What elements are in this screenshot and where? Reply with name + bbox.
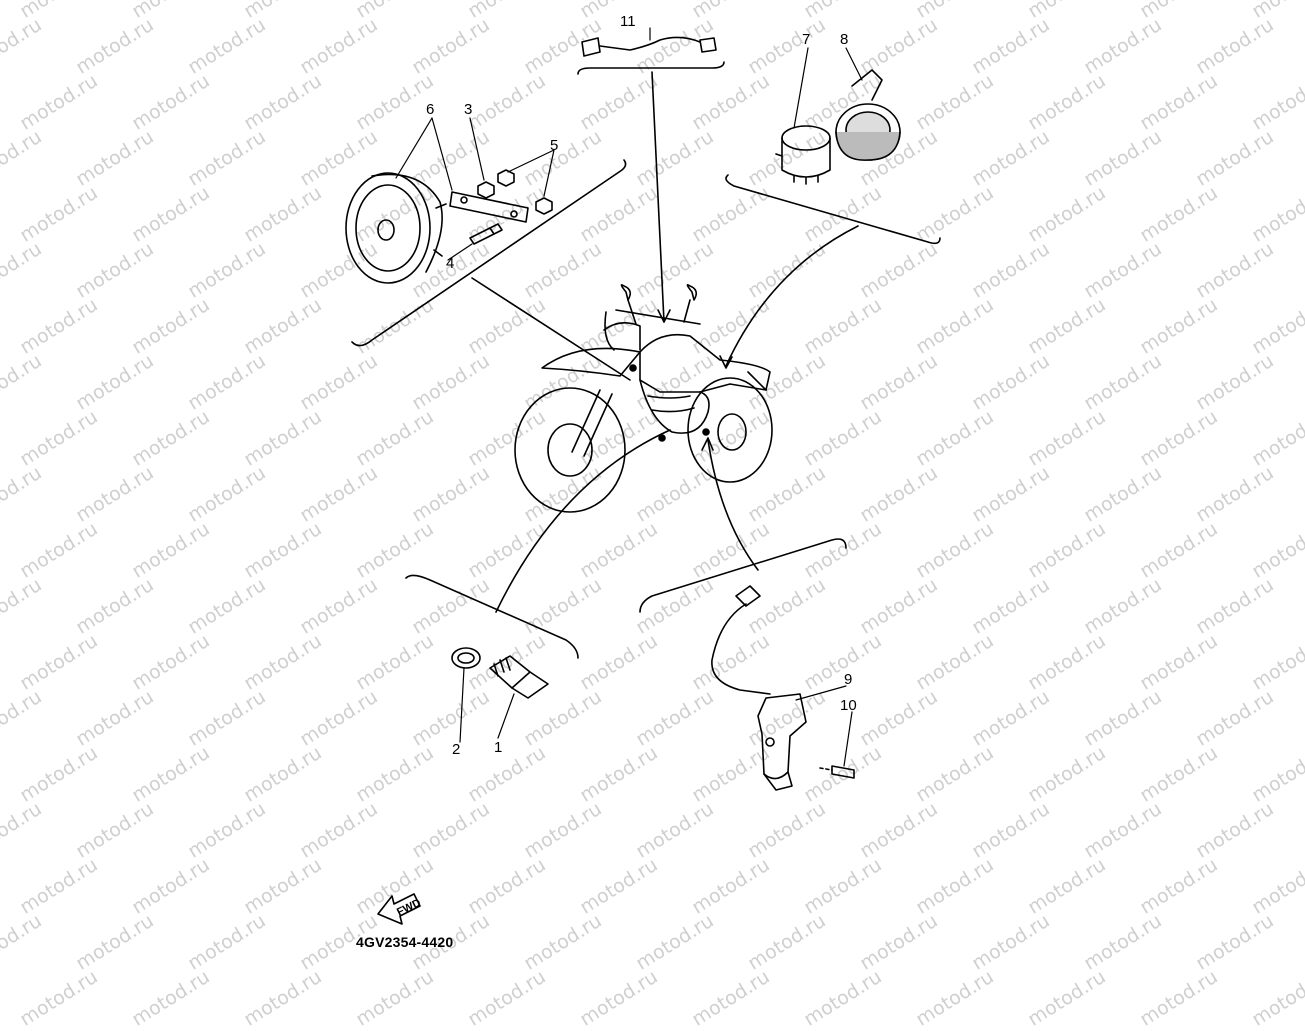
fwd-label: FWD (395, 897, 423, 919)
leader-switch (495, 429, 671, 613)
callout-1-label: 1 (494, 739, 502, 756)
flasher-relay-part (775, 125, 831, 185)
screw-part (819, 765, 855, 779)
top-wire-bracket (577, 61, 725, 75)
callout-10-label: 10 (840, 697, 857, 714)
callout-8-label: 8 (840, 31, 848, 48)
gasket-part (451, 647, 481, 669)
callout-3-label: 3 (464, 101, 472, 118)
leader-arrow-sensor (701, 437, 714, 451)
fwd-arrow-icon: FWD (377, 893, 423, 925)
callout-7-label: 7 (802, 31, 810, 48)
relay-group-bracket (725, 174, 941, 245)
callout-5-label: 5 (550, 137, 558, 154)
callout-leaders (395, 27, 863, 767)
callout-6-label: 6 (426, 101, 434, 118)
leader-relay (725, 225, 859, 367)
parts-diagram: 6 3 5 4 11 7 8 2 1 9 10 FWD (345, 13, 941, 925)
part-code-label: 4GV2354-4420 (356, 934, 454, 950)
leader-arrow-wire (657, 309, 671, 323)
bolt-part (469, 223, 503, 245)
motorcycle-illustration (514, 284, 773, 513)
switch-group-bracket (405, 574, 579, 659)
lead-wire-part (581, 36, 717, 57)
leader-sensor (707, 439, 759, 571)
horn-bracket-part (449, 191, 529, 223)
neutral-switch-part (489, 655, 549, 699)
callout-2-label: 2 (452, 741, 460, 758)
callout-9-label: 9 (844, 671, 852, 688)
sensor-part (711, 585, 807, 791)
horn-part (345, 172, 447, 284)
callout-4-label: 4 (446, 255, 454, 272)
leader-wire (651, 71, 665, 323)
band-part (835, 69, 901, 161)
nut-part (477, 169, 553, 215)
callout-11-label: 11 (620, 13, 636, 30)
horn-group-bracket (351, 159, 627, 347)
sensor-group-bracket (639, 538, 847, 613)
leader-horn (471, 277, 631, 381)
